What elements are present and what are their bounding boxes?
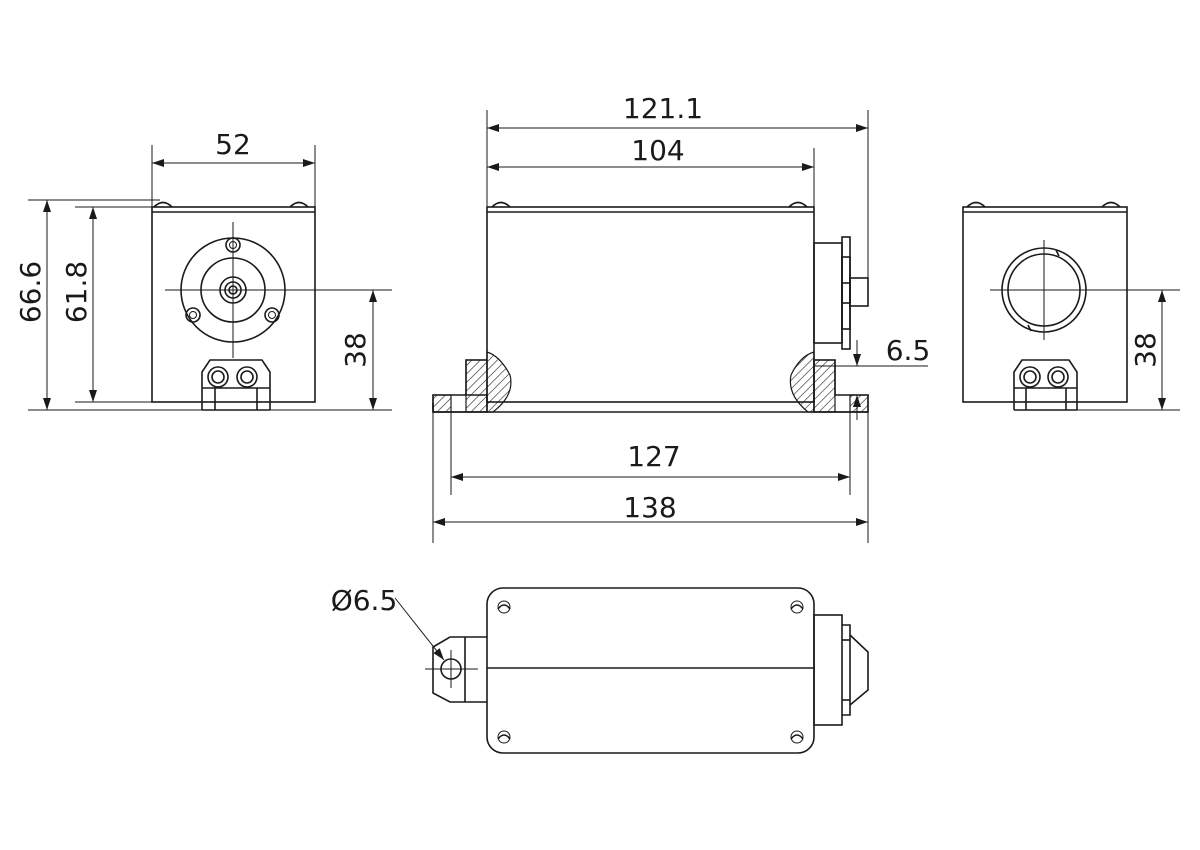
dim-side-body-length: 104 [487,134,815,207]
rear-top-screw-left [966,201,986,208]
dim-hole-diameter: Ø6.5 [331,584,445,661]
top-connector [813,614,869,726]
front-top-screw-left [153,201,173,208]
dim-side-hole-spacing: 127 [450,412,851,495]
dim-label-138: 138 [623,491,676,524]
rear-mount-clamp [1013,359,1078,411]
dim-label-38-front: 38 [339,332,372,368]
dim-label-diameter: Ø6.5 [331,584,398,617]
dim-side-foot-thickness: 6.5 [814,334,930,420]
side-connector [813,236,869,350]
front-top-screw-right [289,201,309,208]
dim-label-127: 127 [627,440,680,473]
side-foot-right [789,351,869,413]
side-body [486,206,815,403]
dim-label-104: 104 [631,134,684,167]
front-view: 52 66.6 61.8 38 [14,128,392,411]
dim-side-base-length: 138 [432,412,869,543]
top-body [486,587,815,754]
dim-label-61-8: 61.8 [60,261,93,323]
top-corner-screws [497,600,804,744]
dim-overall-height: 66.6 [14,199,210,411]
side-top-screw-left [491,201,511,208]
top-view: Ø6.5 [331,584,869,754]
dim-label-66-6: 66.6 [14,261,47,323]
side-foot-left [432,351,512,413]
top-mount-lug [425,636,487,703]
front-body [151,206,316,403]
rear-view: 38 [962,201,1180,411]
dim-label-52: 52 [215,128,251,161]
rear-body [962,206,1128,403]
dim-body-height: 61.8 [60,206,152,403]
dim-label-6-5: 6.5 [886,334,931,367]
side-top-screw-right [788,201,808,208]
front-mount-clamp [201,359,271,411]
dim-front-center-height: 38 [270,290,392,411]
dim-label-38-rear: 38 [1129,332,1162,368]
side-view: 121.1 104 6.5 127 138 [432,92,930,543]
dim-side-overall-length: 121.1 [486,92,869,300]
dim-rear-center-height: 38 [1077,290,1180,411]
rear-top-screw-right [1101,201,1121,208]
rear-port [990,240,1180,340]
dim-front-width: 52 [151,128,316,207]
dim-label-121-1: 121.1 [623,92,703,125]
front-connector [165,222,392,358]
